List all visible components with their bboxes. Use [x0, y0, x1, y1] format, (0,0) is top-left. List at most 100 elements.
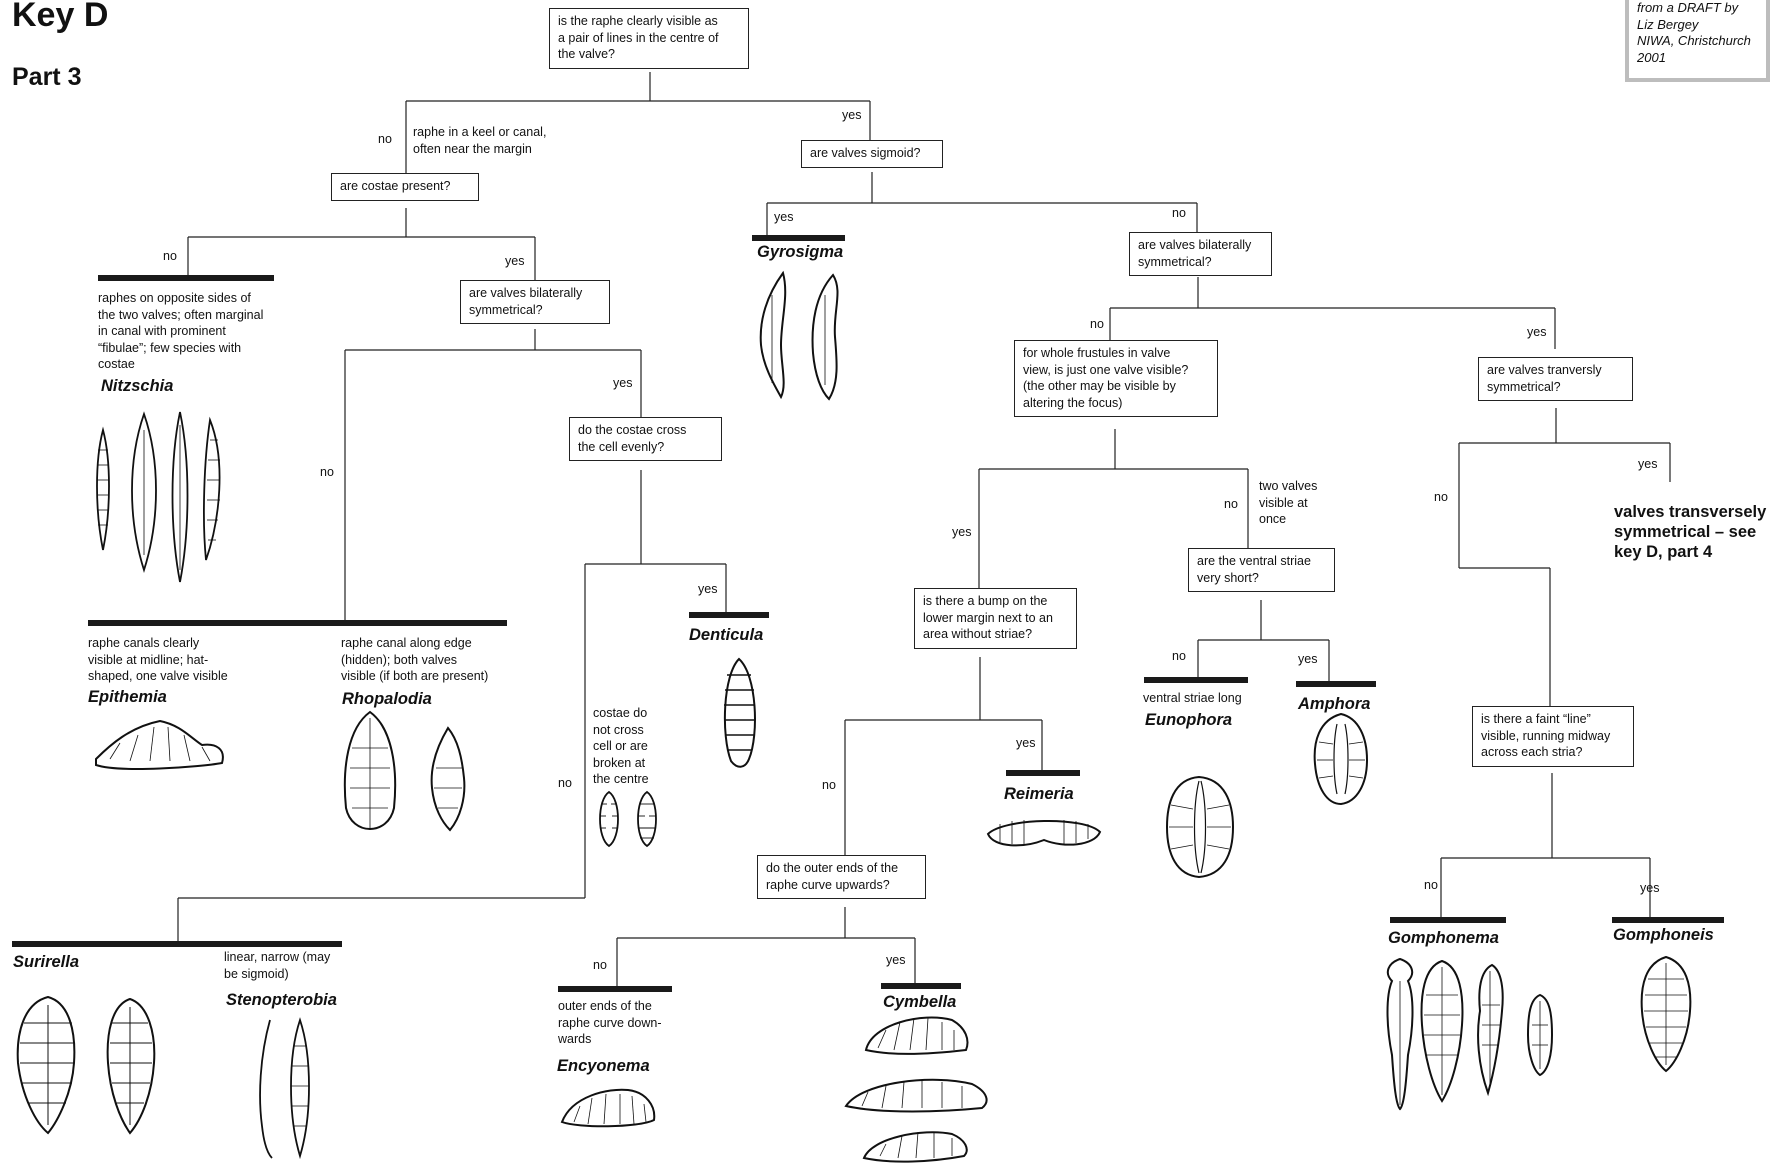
amphora-illustration — [1311, 712, 1371, 807]
question-text: lower margin next to an — [923, 610, 1068, 627]
question-text: the cell evenly? — [578, 439, 713, 456]
description-line: linear, narrow (may — [224, 949, 330, 966]
branch-yes-label: yes — [1016, 735, 1035, 752]
reimeria-illustration — [984, 812, 1104, 857]
genus-nitzschia: Nitzschia — [101, 377, 173, 396]
terminal-bar — [98, 275, 274, 281]
description-line: raphes on opposite sides of — [98, 290, 263, 307]
branch-no-label: no — [1424, 877, 1438, 894]
question-text: area without striae? — [923, 626, 1068, 643]
description-two-valves: two valves visible at once — [1259, 478, 1317, 528]
terminal-bar — [1144, 677, 1248, 683]
question-text: across each stria? — [1481, 744, 1625, 761]
branch-yes-label: yes — [505, 253, 524, 270]
description-line: visible at — [1259, 495, 1317, 512]
description-line: broken at — [593, 755, 649, 772]
question-text: is there a faint “line” — [1481, 711, 1625, 728]
question-ventral-striae: are the ventral striae very short? — [1188, 548, 1335, 592]
gyrosigma-illustration — [755, 265, 855, 405]
description-raphe-keel: raphe in a keel or canal, often near the… — [413, 124, 546, 157]
credit-line: 2001 — [1637, 50, 1762, 67]
terminal-bar — [558, 986, 672, 992]
question-text: the valve? — [558, 46, 740, 63]
branch-yes-label: yes — [774, 209, 793, 226]
branch-no-label: no — [558, 775, 572, 792]
branch-no-label: no — [163, 248, 177, 265]
terminal-bar — [88, 620, 507, 626]
description-line: raphe in a keel or canal, — [413, 124, 546, 141]
branch-yes-label: yes — [698, 581, 717, 598]
costae-illustration — [593, 790, 668, 850]
branch-yes-label: yes — [952, 524, 971, 541]
branch-no-label: no — [378, 131, 392, 148]
question-faint-line: is there a faint “line” visible, running… — [1472, 706, 1634, 767]
description-epithemia: raphe canals clearly visible at midline;… — [88, 635, 228, 685]
question-text: raphe curve upwards? — [766, 877, 917, 894]
question-costae: are costae present? — [331, 173, 479, 201]
branch-no-label: no — [1224, 496, 1238, 513]
genus-gomphonema: Gomphonema — [1388, 929, 1499, 948]
surirella-illustration — [14, 993, 164, 1138]
description-line: costae do — [593, 705, 649, 722]
question-text: symmetrical? — [1138, 254, 1263, 271]
question-text: do the outer ends of the — [766, 860, 917, 877]
genus-eunophora: Eunophora — [1145, 711, 1232, 730]
description-line: in canal with prominent — [98, 323, 263, 340]
description-line: two valves — [1259, 478, 1317, 495]
description-line: visible at midline; hat- — [88, 652, 228, 669]
branch-yes-label: yes — [1638, 456, 1657, 473]
description-line: wards — [558, 1031, 662, 1048]
question-text: view, is just one valve visible? — [1023, 362, 1209, 379]
question-outer-ends: do the outer ends of the raphe curve upw… — [757, 855, 926, 899]
question-text: very short? — [1197, 570, 1326, 587]
question-text: (the other may be visible by — [1023, 378, 1209, 395]
question-text: a pair of lines in the centre of — [558, 30, 740, 47]
question-text: symmetrical? — [469, 302, 601, 319]
question-transverse: are valves tranversly symmetrical? — [1478, 357, 1633, 401]
description-line: often near the margin — [413, 141, 546, 158]
description-line: be sigmoid) — [224, 966, 330, 983]
encyonema-illustration — [558, 1086, 658, 1131]
rhopalodia-illustration — [338, 708, 478, 843]
question-text: symmetrical? — [1487, 379, 1624, 396]
terminal-bar — [1006, 770, 1080, 776]
note-line: key D, part 4 — [1614, 542, 1766, 562]
question-text: for whole frustules in valve — [1023, 345, 1209, 362]
branch-no-label: no — [1172, 648, 1186, 665]
note-see-part4: valves transversely symmetrical – see ke… — [1614, 502, 1766, 562]
branch-no-label: no — [320, 464, 334, 481]
branch-no-label: no — [822, 777, 836, 794]
description-line: ventral striae long — [1143, 690, 1242, 707]
genus-reimeria: Reimeria — [1004, 785, 1074, 804]
branch-yes-label: yes — [886, 952, 905, 969]
eunophora-illustration — [1163, 775, 1238, 880]
description-rhopalodia: raphe canal along edge (hidden); both va… — [341, 635, 488, 685]
question-raphe-visible: is the raphe clearly visible as a pair o… — [549, 8, 749, 69]
genus-surirella: Surirella — [13, 953, 79, 972]
branch-yes-label: yes — [613, 375, 632, 392]
description-line: raphe canals clearly — [88, 635, 228, 652]
description-line: raphe canal along edge — [341, 635, 488, 652]
branch-no-label: no — [1090, 316, 1104, 333]
question-text: are costae present? — [340, 178, 470, 195]
terminal-bar — [1296, 681, 1376, 687]
question-text: are valves tranversly — [1487, 362, 1624, 379]
description-stenopterobia: linear, narrow (may be sigmoid) — [224, 949, 330, 982]
question-text: do the costae cross — [578, 422, 713, 439]
question-bilateral-a: are valves bilaterally symmetrical? — [460, 280, 610, 324]
branch-yes-label: yes — [842, 107, 861, 124]
description-line: not cross — [593, 722, 649, 739]
genus-denticula: Denticula — [689, 626, 763, 645]
description-line: outer ends of the — [558, 998, 662, 1015]
description-line: the two valves; often marginal — [98, 307, 263, 324]
page-title: Key D — [12, 0, 108, 35]
description-line: raphe curve down- — [558, 1015, 662, 1032]
gomphonema-illustration — [1376, 955, 1566, 1115]
credit-box: from a DRAFT by Liz Bergey NIWA, Christc… — [1625, 0, 1770, 82]
description-line: “fibulae”; few species with — [98, 340, 263, 357]
description-line: visible (if both are present) — [341, 668, 488, 685]
terminal-bar — [12, 941, 342, 947]
question-bump: is there a bump on the lower margin next… — [914, 588, 1077, 649]
credit-line: from a DRAFT by — [1637, 0, 1762, 17]
description-line: cell or are — [593, 738, 649, 755]
